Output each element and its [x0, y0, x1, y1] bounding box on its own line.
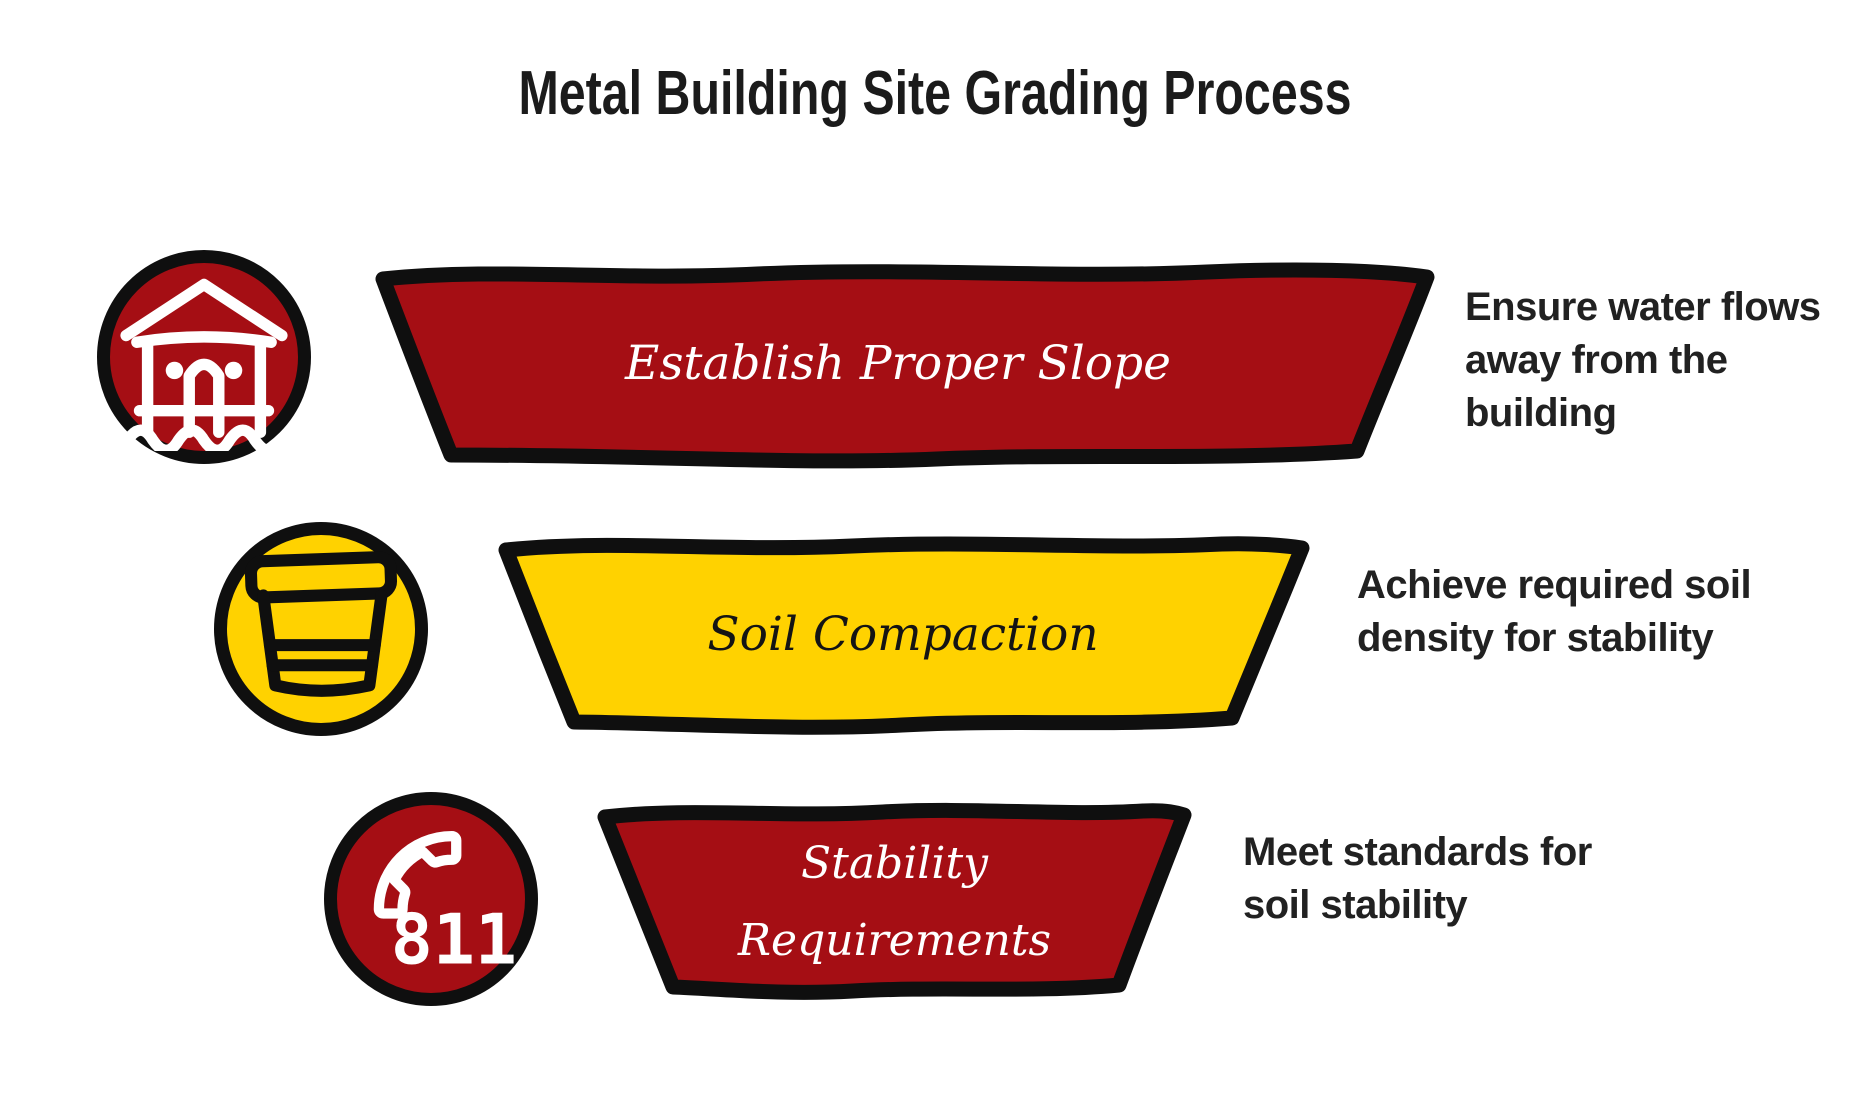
step-3-annotation: Meet standards for soil stability [1243, 830, 1592, 927]
funnel-step-2: Soil Compaction [482, 528, 1324, 740]
step-2-annotation: Achieve required soil density for stabil… [1357, 563, 1752, 660]
house-flood-icon [120, 278, 288, 451]
funnel-step-2-shape [498, 536, 1310, 735]
page-title: Metal Building Site Grading Process [517, 59, 1352, 128]
step-1-icon-badge [97, 250, 311, 464]
page-title-wrap: Metal Building Site Grading Process [0, 58, 1869, 129]
step-3-icon-badge: 811 [324, 792, 538, 1006]
funnel-step-3-shape [597, 802, 1192, 1000]
phone-811-number: 811 [391, 899, 517, 980]
phone-811-icon: 811 [373, 830, 517, 980]
funnel-step-1: Establish Proper Slope [357, 255, 1439, 472]
funnel-step-3: Stability Requirements [583, 795, 1206, 1008]
funnel-step-1-shape [375, 262, 1435, 469]
step-1-annotation: Ensure water flows away from the buildin… [1465, 285, 1821, 435]
step-2-icon-badge [214, 522, 428, 736]
compaction-bucket-icon [244, 551, 398, 697]
